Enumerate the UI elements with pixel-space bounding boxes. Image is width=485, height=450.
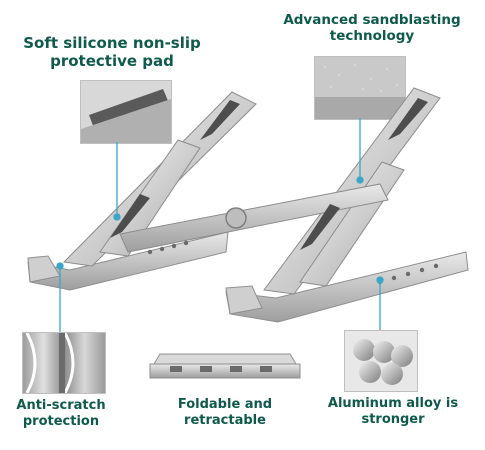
anti-scratch-label: Anti-scratch protection (16, 398, 106, 429)
aluminum-rods-icon (353, 339, 413, 385)
leader-dot-aluminum (376, 276, 384, 284)
pad-left-top (200, 100, 240, 140)
right-base-bar (225, 251, 469, 323)
left-hook (27, 255, 61, 283)
right-hook (225, 285, 263, 315)
center-hinge-icon (225, 207, 247, 229)
silicone-pad-icon (81, 81, 171, 143)
aluminum-alloy-label: Aluminum alloy is stronger (327, 396, 459, 427)
aluminum-rods-detail-image (344, 330, 418, 392)
cross-bar (119, 183, 389, 253)
leader-dot-silicone (113, 213, 121, 221)
silicone-pad-detail-image (80, 80, 172, 144)
sandblasted-surface-icon (315, 57, 405, 119)
curved-edge-icon (25, 333, 75, 393)
leader-dot-scratch (56, 262, 64, 270)
right-lower-arm (299, 161, 405, 287)
silicone-pad-label: Soft silicone non-slip protective pad (23, 34, 201, 70)
leader-dot-sandblasting (356, 176, 364, 184)
pad-right-bottom (300, 204, 340, 250)
left-base-bar (27, 231, 229, 291)
anti-scratch-detail-image (22, 332, 106, 394)
foldable-label: Foldable and retractable (177, 397, 273, 428)
pad-left-bottom (110, 194, 150, 238)
left-lower-arm (99, 139, 201, 257)
folded-stand-icon (149, 353, 301, 379)
sandblasting-label: Advanced sandblasting technology (283, 12, 461, 45)
sandblasting-detail-image (314, 56, 406, 120)
